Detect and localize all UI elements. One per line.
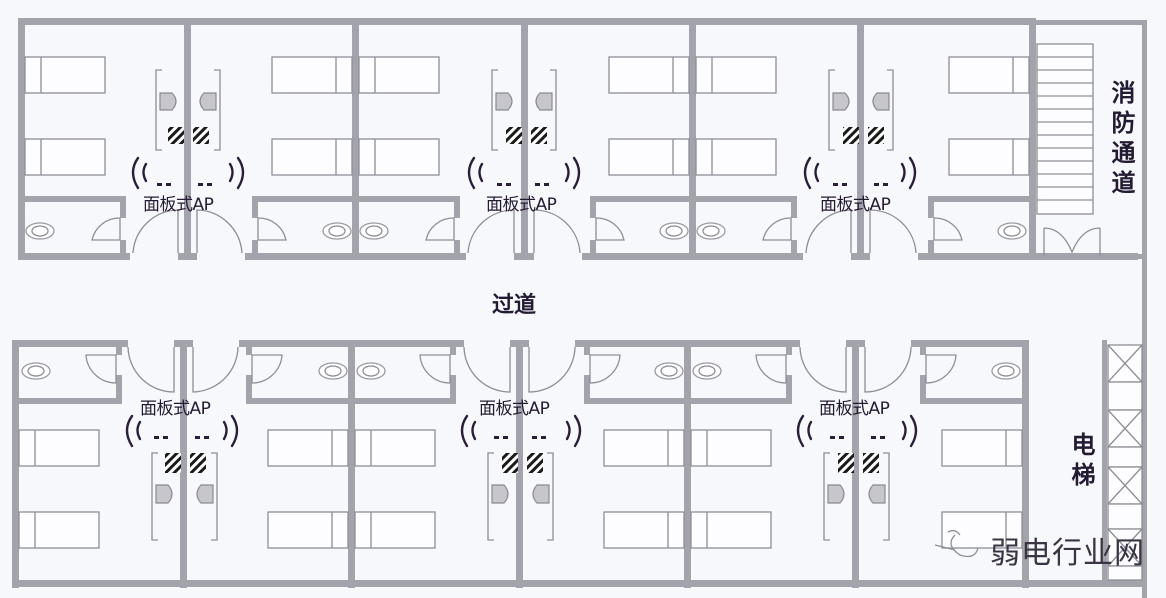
wifi-signal-icon: [796, 414, 918, 448]
stair-steps: [1036, 43, 1094, 215]
ap-signals-bottom: [125, 414, 918, 448]
ap-signals-top: [131, 156, 917, 190]
ap-label-top-3: 面板式AP: [820, 195, 891, 215]
ap-label-top-1: 面板式AP: [143, 195, 214, 215]
ap-label-bottom-1: 面板式AP: [140, 399, 211, 419]
fire-exit-label: 消防通道: [1107, 80, 1135, 200]
wifi-signal-icon: [460, 414, 582, 448]
fire-exit-stairwell: [1036, 20, 1147, 598]
bathrooms-top: [25, 196, 1029, 254]
bottom-room-row: [12, 339, 1142, 588]
desk-fixtures-bottom: [151, 452, 890, 541]
corridor-label: 过道: [492, 293, 537, 318]
elevator-label: 电梯: [1067, 432, 1095, 492]
wifi-signal-icon: [125, 414, 239, 448]
ap-label-bottom-3: 面板式AP: [819, 399, 890, 419]
doors-bottom: [85, 339, 957, 393]
toilets-top: [25, 222, 1027, 240]
watermark-logo-icon: [934, 529, 979, 558]
watermark-text: 弱电行业网: [990, 536, 1145, 571]
toilets-bottom: [21, 362, 1021, 380]
doors-top: [91, 209, 963, 261]
wifi-signal-icon: [803, 156, 917, 190]
wifi-signal-icon: [131, 156, 245, 190]
desk-fixtures-top: [155, 69, 894, 151]
elevator-shafts: [1102, 340, 1143, 585]
wifi-signal-icon: [467, 156, 581, 190]
top-room-row: [18, 18, 1138, 261]
ap-label-bottom-2: 面板式AP: [479, 399, 550, 419]
bathrooms-bottom: [19, 347, 1022, 404]
ap-label-top-2: 面板式AP: [486, 195, 557, 215]
